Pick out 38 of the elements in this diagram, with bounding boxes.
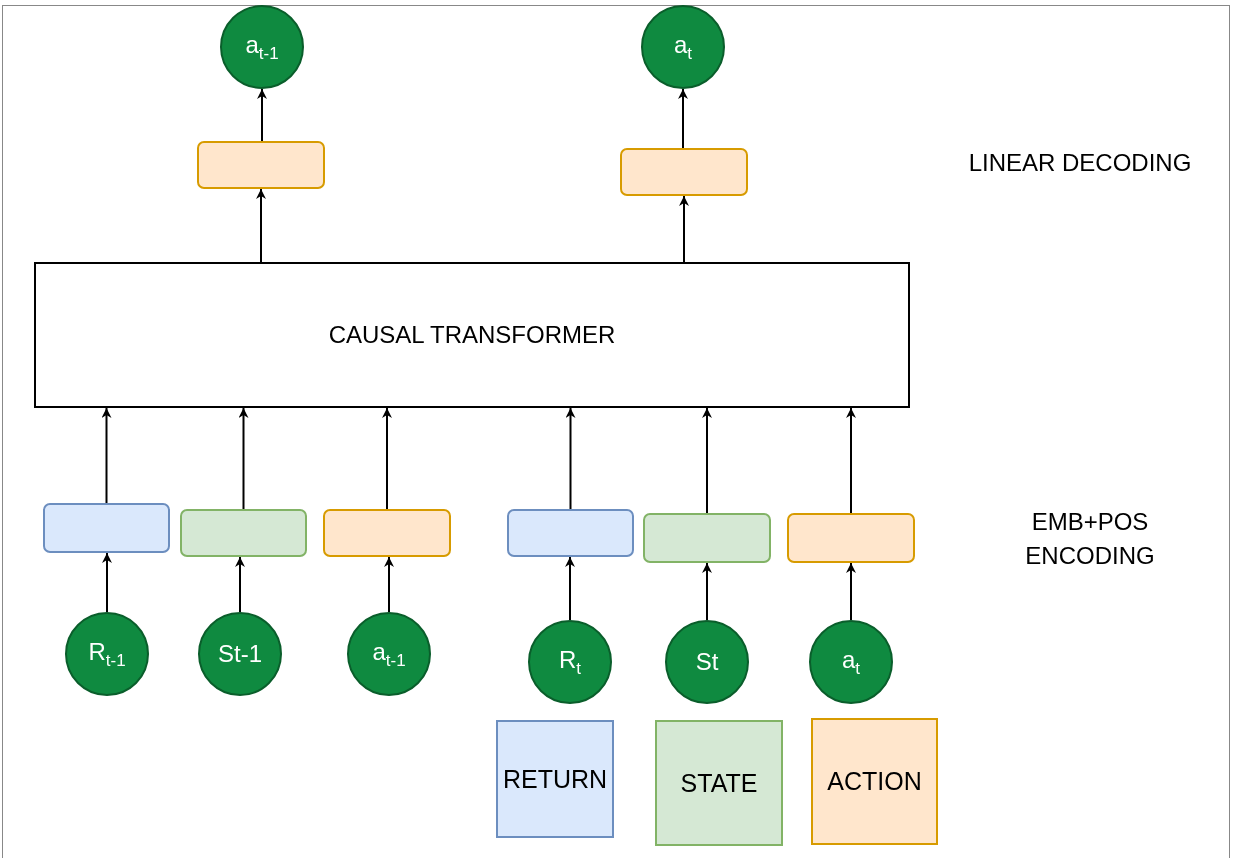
arrow	[565, 407, 576, 510]
embedding-box	[643, 513, 771, 563]
legend-label: STATE	[680, 768, 758, 798]
arrow	[702, 562, 712, 621]
output-circle: a$_{t}$	[641, 5, 725, 89]
token-circle: St	[665, 620, 749, 704]
arrow	[235, 556, 245, 613]
arrow	[382, 407, 392, 510]
token-circle: R$_{t-1}$	[65, 612, 149, 696]
arrow	[846, 562, 856, 621]
token-circle: St-1	[198, 612, 282, 696]
embedding-box	[323, 509, 451, 557]
legend-label: ACTION	[827, 767, 922, 796]
decoder-box	[620, 148, 748, 196]
arrow	[257, 88, 267, 142]
section-label: EMB+POS ENCODING	[1024, 507, 1156, 571]
section-label: LINEAR DECODING	[967, 148, 1193, 178]
arrow	[102, 552, 112, 613]
arrow	[846, 407, 856, 514]
token-circle: a$_{t}$	[809, 620, 893, 704]
token-circle: R$_{t}$	[528, 620, 612, 704]
embedding-box	[787, 513, 915, 563]
transformer-box: CAUSAL TRANSFORMER	[34, 262, 910, 408]
arrow	[702, 407, 712, 514]
embedding-box	[507, 509, 634, 557]
embedding-box	[180, 509, 307, 557]
arrow	[101, 407, 112, 504]
token-circle: a$_{t-1}$	[347, 612, 431, 696]
arrow	[679, 195, 689, 263]
arrow	[565, 556, 575, 621]
arrow	[678, 88, 688, 149]
decoder-box	[197, 141, 325, 189]
arrow	[238, 407, 249, 510]
legend-label: RETURN	[502, 764, 608, 794]
embedding-box	[43, 503, 170, 553]
arrow	[256, 188, 266, 263]
output-circle: a$_{t-1}$	[220, 5, 304, 89]
arrow	[384, 556, 394, 613]
